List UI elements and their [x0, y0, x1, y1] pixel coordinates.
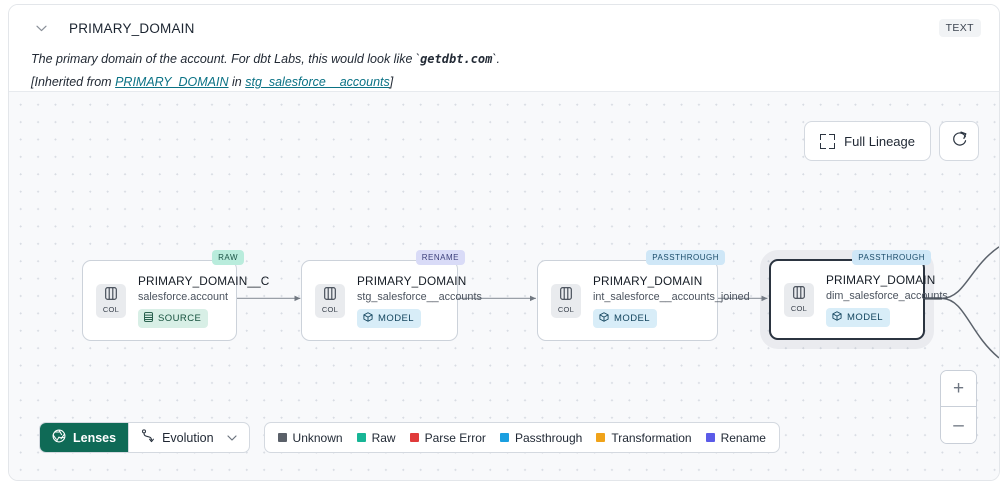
node-tag-badge: PASSTHROUGH: [646, 250, 725, 265]
legend-swatch: [499, 433, 509, 442]
evolution-flow-icon: [141, 428, 155, 447]
column-chip-label: COL: [557, 305, 575, 315]
canvas-bottom-bar: Lenses Evolution: [39, 422, 780, 453]
model-icon: [599, 311, 609, 325]
materialization-badge: MODEL: [593, 308, 658, 328]
node-tag-badge: RAW: [212, 250, 244, 265]
evolution-dropdown[interactable]: Evolution: [128, 423, 248, 452]
lineage-node[interactable]: RAW COL PRIMARY_DOMAIN__C salesforce.acc…: [82, 250, 269, 341]
legend-swatch: [409, 433, 419, 442]
expand-icon: [820, 133, 836, 149]
node-title: PRIMARY_DOMAIN__C: [138, 273, 270, 288]
column-icon: [560, 287, 572, 305]
column-type-chip: COL: [551, 283, 581, 318]
zoom-controls: + –: [940, 370, 977, 444]
lenses-button[interactable]: Lenses: [40, 423, 129, 452]
type-badge: TEXT: [938, 19, 981, 37]
description-code: getdbt.com: [420, 52, 493, 66]
description-text-pre: The primary domain of the account. For d…: [31, 52, 421, 66]
node-body: PRIMARY_DOMAIN int_salesforce__accounts_…: [593, 274, 750, 328]
page-title: PRIMARY_DOMAIN: [69, 20, 195, 36]
column-icon: [324, 287, 336, 305]
column-detail-panel: PRIMARY_DOMAIN TEXT The primary domain o…: [8, 4, 1000, 481]
column-icon: [105, 287, 117, 305]
node-body: PRIMARY_DOMAIN stg_salesforce__accounts …: [357, 274, 482, 328]
inherited-column-link[interactable]: PRIMARY_DOMAIN: [115, 74, 229, 89]
inherited-model-link[interactable]: stg_salesforce__accounts: [245, 74, 390, 89]
materialization-label: MODEL: [614, 312, 651, 324]
legend-item: Raw: [356, 430, 396, 445]
refresh-icon: [951, 130, 968, 152]
column-icon: [793, 286, 805, 304]
legend-label: Passthrough: [514, 430, 583, 445]
node-tag-badge: PASSTHROUGH: [852, 250, 931, 265]
legend-item: Unknown: [277, 430, 343, 445]
materialization-badge: MODEL: [826, 307, 891, 327]
legend-label: Rename: [720, 430, 766, 445]
lineage-canvas[interactable]: Full Lineage RAW: [9, 91, 999, 480]
column-type-chip: COL: [96, 283, 126, 318]
node-tag-badge: RENAME: [415, 250, 465, 265]
legend-item: Passthrough: [499, 430, 583, 445]
node-subtitle: salesforce.account: [138, 290, 229, 303]
lens-aperture-icon: [52, 429, 66, 446]
materialization-label: MODEL: [378, 312, 415, 324]
node-title: PRIMARY_DOMAIN: [826, 272, 936, 287]
legend-label: Raw: [371, 430, 396, 445]
node-body: PRIMARY_DOMAIN dim_salesforce_accounts M…: [826, 273, 948, 327]
materialization-badge: SOURCE: [138, 308, 209, 328]
inherited-from-note: [Inherited from PRIMARY_DOMAIN in stg_sa…: [29, 75, 981, 89]
description-text-post: `.: [492, 52, 500, 66]
evolution-label: Evolution: [162, 430, 214, 445]
refresh-button[interactable]: [939, 121, 979, 161]
model-icon: [363, 311, 373, 325]
panel-header: PRIMARY_DOMAIN TEXT The primary domain o…: [9, 5, 999, 91]
node-title: PRIMARY_DOMAIN: [593, 273, 703, 288]
lenses-evolution-segmented-control: Lenses Evolution: [39, 422, 250, 453]
model-icon: [832, 310, 842, 324]
legend-label: Unknown: [292, 430, 343, 445]
materialization-badge: MODEL: [357, 308, 422, 328]
column-type-chip: COL: [784, 282, 814, 317]
legend-swatch: [705, 433, 715, 442]
column-description: The primary domain of the account. For d…: [29, 51, 981, 68]
node-subtitle: int_salesforce__accounts_joined: [593, 290, 750, 303]
node-body: PRIMARY_DOMAIN__C salesforce.account SOU…: [138, 274, 269, 328]
inherit-prefix: [Inherited from: [31, 74, 116, 89]
node-subtitle: dim_salesforce_accounts: [826, 289, 948, 302]
zoom-in-button[interactable]: +: [941, 371, 976, 407]
materialization-label: SOURCE: [158, 312, 202, 324]
lineage-node-selected[interactable]: PASSTHROUGH COL PRIMARY_DOMAIN dim_sales…: [769, 250, 948, 340]
node-title: PRIMARY_DOMAIN: [357, 273, 467, 288]
header-row: PRIMARY_DOMAIN TEXT: [29, 17, 981, 39]
legend-swatch: [277, 433, 287, 442]
inherit-suffix: ]: [389, 74, 394, 89]
legend-swatch: [596, 433, 606, 442]
column-type-chip: COL: [315, 283, 345, 318]
column-chip-label: COL: [321, 305, 339, 315]
lenses-label: Lenses: [73, 430, 117, 445]
legend-label: Transformation: [611, 430, 692, 445]
legend-item: Transformation: [596, 430, 692, 445]
lineage-node[interactable]: PASSTHROUGH COL PRIMARY_DOMAIN int_sales…: [537, 250, 750, 341]
full-lineage-button[interactable]: Full Lineage: [804, 121, 931, 161]
zoom-out-button[interactable]: –: [941, 407, 976, 443]
chevron-down-icon[interactable]: [33, 20, 49, 36]
legend-item: Rename: [705, 430, 766, 445]
lineage-legend: Unknown Raw Parse Error Passthrough Tran…: [263, 422, 780, 453]
inherit-mid: in: [228, 74, 246, 89]
lineage-node[interactable]: RENAME COL PRIMARY_DOMAIN stg_salesforce…: [301, 250, 482, 341]
materialization-label: MODEL: [847, 311, 884, 323]
full-lineage-label: Full Lineage: [844, 133, 915, 149]
column-chip-label: COL: [790, 304, 808, 314]
source-icon: [144, 311, 153, 325]
legend-item: Parse Error: [409, 430, 486, 445]
node-subtitle: stg_salesforce__accounts: [357, 290, 482, 303]
chevron-down-icon: [226, 434, 237, 441]
legend-swatch: [356, 433, 366, 442]
canvas-top-controls: Full Lineage: [804, 121, 979, 161]
column-chip-label: COL: [102, 305, 120, 315]
legend-label: Parse Error: [424, 430, 486, 445]
